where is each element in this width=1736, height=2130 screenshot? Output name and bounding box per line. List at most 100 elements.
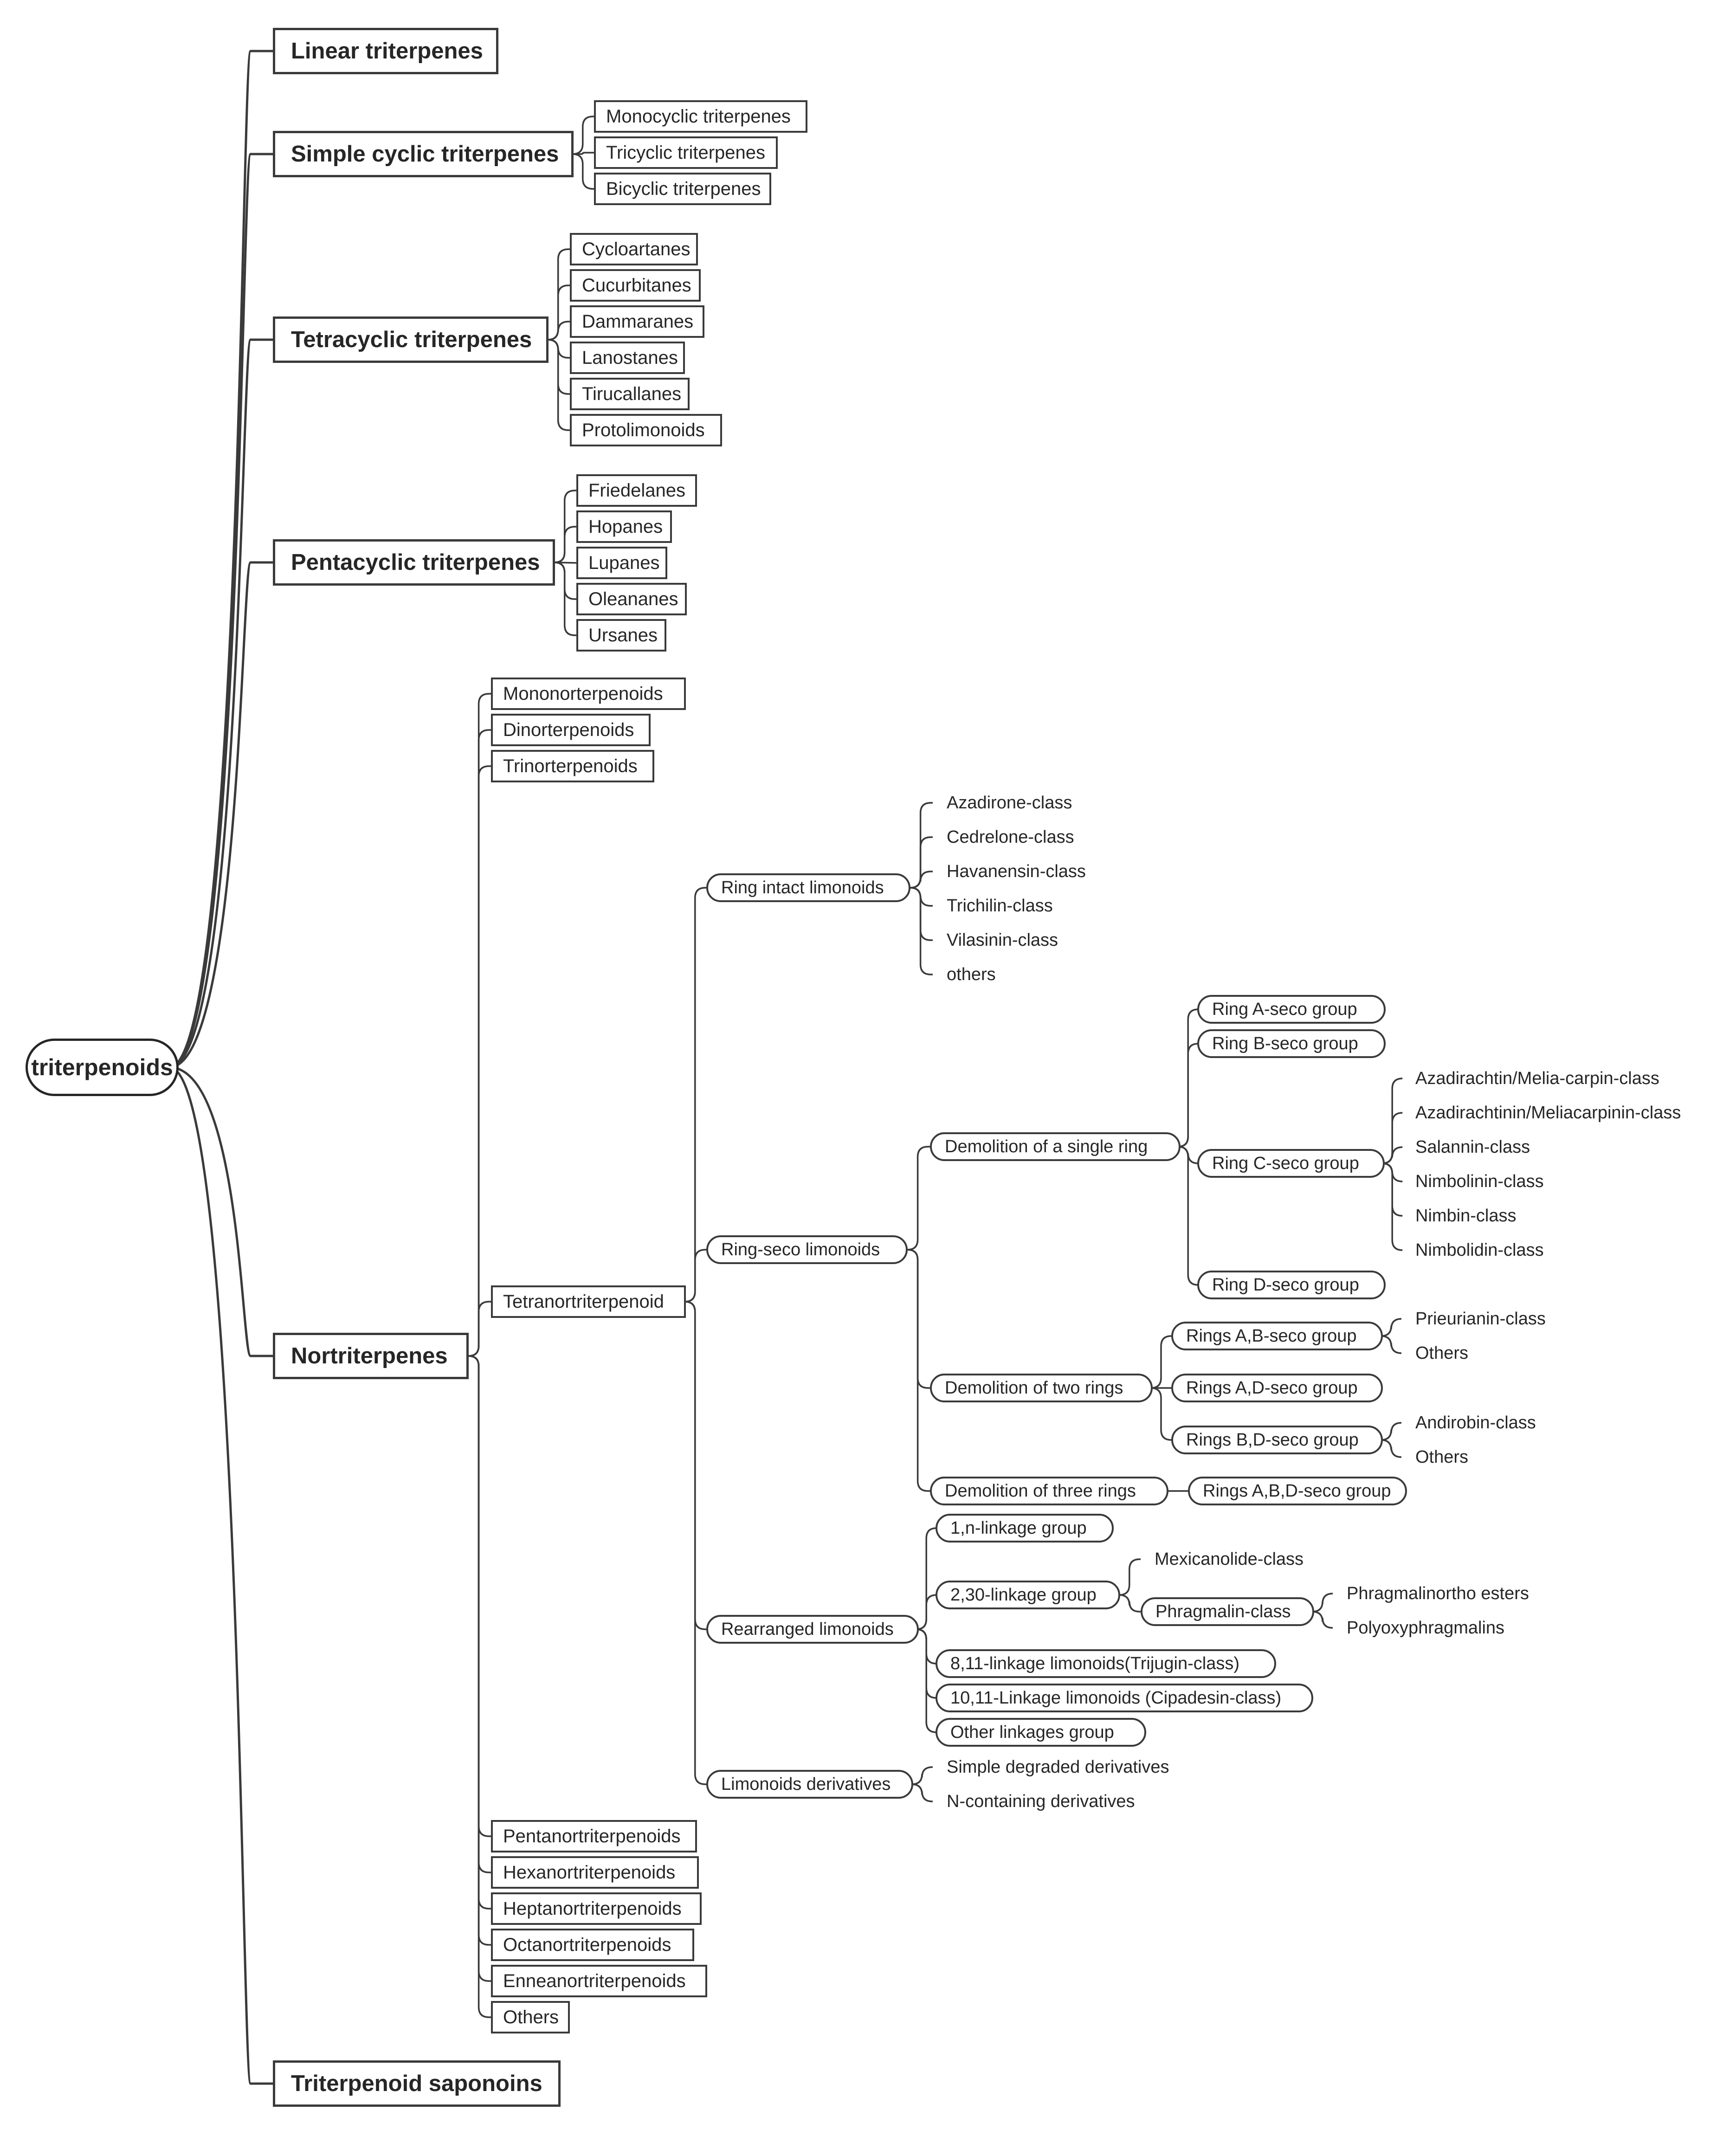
rings-ab-seco-group-node[interactable]: Rings A,B-seco group: [1171, 1322, 1383, 1350]
connector-nortriterpenes-node-to-heptanortriterpenoids-node: [468, 1355, 491, 1910]
connector-rearranged-limonoids-node-to-other-linkages-group-node: [916, 1628, 937, 1733]
triterpenoid-saponoins-node[interactable]: Triterpenoid saponoins: [273, 2060, 561, 2107]
rearranged-limonoids-node[interactable]: Rearranged limonoids: [706, 1615, 919, 1644]
dammaranes-node[interactable]: Dammaranes: [570, 305, 704, 338]
andirobin-class-node[interactable]: Andirobin-class: [1401, 1409, 1563, 1437]
root-node[interactable]: triterpenoids: [26, 1039, 179, 1096]
other-linkages-group-node[interactable]: Other linkages group: [936, 1718, 1146, 1747]
connector-ring-c-seco-group-node-to-salannin-class-node: [1382, 1146, 1403, 1164]
connector-root-node-to-triterpenoid-saponoins-node: [169, 1066, 273, 2085]
ring-intact-others-node[interactable]: others: [933, 961, 1013, 988]
1n-linkage-group-node[interactable]: 1,n-linkage group: [936, 1514, 1114, 1543]
connector-ring-intact-limonoids-node-to-cedrelone-class-node: [910, 836, 933, 889]
cucurbitanes-node[interactable]: Cucurbitanes: [570, 269, 701, 302]
connector-ring-seco-limonoids-node-to-demolition-three-rings-node: [907, 1249, 930, 1492]
friedelanes-node[interactable]: Friedelanes: [576, 474, 697, 507]
bicyclic-triterpenes-node[interactable]: Bicyclic triterpenes: [594, 173, 771, 205]
tricyclic-triterpenes-node[interactable]: Tricyclic triterpenes: [594, 136, 778, 169]
mexicanolide-class-node[interactable]: Mexicanolide-class: [1141, 1545, 1335, 1573]
protolimonoids-node[interactable]: Protolimonoids: [570, 414, 722, 446]
azadirachtinin-meliacarpinin-class-node[interactable]: Azadirachtinin/Meliacarpinin-class: [1401, 1099, 1713, 1127]
nortriterpenes-others-node[interactable]: Others: [491, 2001, 570, 2033]
rings-ad-seco-group-node[interactable]: Rings A,D-seco group: [1171, 1374, 1383, 1402]
230-linkage-group-node[interactable]: 2,30-linkage group: [936, 1581, 1120, 1609]
trichilin-class-node[interactable]: Trichilin-class: [933, 892, 1077, 920]
demolition-two-rings-node[interactable]: Demolition of two rings: [930, 1374, 1153, 1402]
lupanes-node[interactable]: Lupanes: [576, 547, 667, 579]
ring-b-seco-group-node[interactable]: Ring B-seco group: [1197, 1029, 1386, 1058]
ring-a-seco-group-node[interactable]: Ring A-seco group: [1197, 995, 1386, 1024]
azadirone-class-node[interactable]: Azadirone-class: [933, 789, 1094, 817]
octanortriterpenoids-node[interactable]: Octanortriterpenoids: [491, 1929, 694, 1961]
cycloartanes-node[interactable]: Cycloartanes: [570, 233, 698, 265]
rings-abd-seco-group-node[interactable]: Rings A,B,D-seco group: [1188, 1477, 1407, 1505]
enneanortriterpenoids-node[interactable]: Enneanortriterpenoids: [491, 1965, 707, 1997]
ring-c-seco-group-node[interactable]: Ring C-seco group: [1197, 1149, 1385, 1178]
811-linkage-limonoids-node[interactable]: 8,11-linkage limonoids(Trijugin-class): [936, 1649, 1276, 1678]
simple-cyclic-triterpenes-node[interactable]: Simple cyclic triterpenes: [273, 131, 574, 177]
connector-ring-intact-limonoids-node-to-vilasinin-class-node: [910, 887, 933, 941]
connector-nortriterpenes-node-to-nortriterpenes-others-node: [468, 1355, 491, 2018]
connector-phragmalin-class-node-to-polyoxyphragmalins-node: [1312, 1611, 1333, 1629]
tetracyclic-triterpenes-node[interactable]: Tetracyclic triterpenes: [273, 316, 549, 363]
limonoids-derivatives-node[interactable]: Limonoids derivatives: [706, 1770, 913, 1799]
azadirachtin-melia-carpin-class-node[interactable]: Azadirachtin/Melia-carpin-class: [1401, 1065, 1692, 1092]
connector-root-node-to-nortriterpenes-node: [169, 1066, 273, 1357]
connector-nortriterpenes-node-to-octanortriterpenoids-node: [468, 1355, 491, 1946]
tetranortriterpenoid-node[interactable]: Tetranortriterpenoid: [491, 1285, 686, 1318]
oleananes-node[interactable]: Oleananes: [576, 583, 687, 615]
connector-rings-ab-seco-group-node-to-prieurianin-class-node: [1381, 1318, 1402, 1337]
mononorterpenoids-node[interactable]: Mononorterpenoids: [491, 678, 686, 710]
heptanortriterpenoids-node[interactable]: Heptanortriterpenoids: [491, 1892, 702, 1925]
connector-simple-cyclic-triterpenes-node-to-monocyclic-triterpenes-node: [572, 116, 594, 155]
salannin-class-node[interactable]: Salannin-class: [1401, 1133, 1551, 1161]
nimbolinin-class-node[interactable]: Nimbolinin-class: [1401, 1168, 1569, 1195]
tirucallanes-node[interactable]: Tirucallanes: [570, 378, 690, 410]
ring-intact-limonoids-node[interactable]: Ring intact limonoids: [706, 873, 910, 902]
phragmalinortho-esters-node[interactable]: Phragmalinortho esters: [1333, 1580, 1556, 1607]
connector-tetracyclic-triterpenes-node-to-dammaranes-node: [548, 321, 570, 341]
ring-d-seco-group-node[interactable]: Ring D-seco group: [1197, 1271, 1386, 1299]
vilasinin-class-node[interactable]: Vilasinin-class: [933, 926, 1086, 954]
demolition-three-rings-node[interactable]: Demolition of three rings: [930, 1477, 1168, 1505]
connector-nortriterpenes-node-to-tetranortriterpenoid-node: [468, 1301, 491, 1357]
connector-tetracyclic-triterpenes-node-to-protolimonoids-node: [548, 339, 570, 431]
lanostanes-node[interactable]: Lanostanes: [570, 342, 685, 374]
connector-root-node-to-pentacyclic-triterpenes-node: [169, 561, 273, 1069]
dinorterpenoids-node[interactable]: Dinorterpenoids: [491, 714, 651, 746]
connector-demolition-two-rings-node-to-rings-bd-seco-group-node: [1150, 1387, 1172, 1441]
trinorterpenoids-node[interactable]: Trinorterpenoids: [491, 750, 654, 782]
hopanes-node[interactable]: Hopanes: [576, 510, 672, 543]
connector-tetranortriterpenoid-node-to-ring-seco-limonoids-node: [684, 1249, 706, 1303]
pentacyclic-triterpenes-node[interactable]: Pentacyclic triterpenes: [273, 539, 555, 586]
cedrelone-class-node[interactable]: Cedrelone-class: [933, 823, 1095, 851]
1011-linkage-limonoids-node[interactable]: 10,11-Linkage limonoids (Cipadesin-class…: [936, 1684, 1313, 1712]
connector-ring-c-seco-group-node-to-nimbolidin-class-node: [1382, 1162, 1403, 1251]
n-containing-derivatives-node[interactable]: N-containing derivatives: [933, 1788, 1171, 1815]
rings-bd-seco-group-node[interactable]: Rings B,D-seco group: [1171, 1426, 1383, 1454]
havanensin-class-node[interactable]: Havanensin-class: [933, 858, 1109, 885]
connector-simple-cyclic-triterpenes-node-to-tricyclic-triterpenes-node: [574, 152, 594, 155]
ab-seco-others-node[interactable]: Others: [1401, 1339, 1485, 1367]
bd-seco-others-node[interactable]: Others: [1401, 1443, 1485, 1471]
pentanortriterpenoids-node[interactable]: Pentanortriterpenoids: [491, 1820, 697, 1852]
polyoxyphragmalins-node[interactable]: Polyoxyphragmalins: [1333, 1614, 1529, 1642]
hexanortriterpenoids-node[interactable]: Hexanortriterpenoids: [491, 1856, 699, 1889]
ursanes-node[interactable]: Ursanes: [576, 619, 666, 652]
demolition-single-ring-node[interactable]: Demolition of a single ring: [930, 1132, 1181, 1161]
connector-pentacyclic-triterpenes-node-to-hopanes-node: [554, 526, 576, 563]
connector-nortriterpenes-node-to-trinorterpenoids-node: [468, 765, 491, 1357]
prieurianin-class-node[interactable]: Prieurianin-class: [1401, 1305, 1574, 1333]
connector-pentacyclic-triterpenes-node-to-ursanes-node: [554, 562, 576, 636]
phragmalin-class-node[interactable]: Phragmalin-class: [1141, 1597, 1314, 1626]
linear-triterpenes-node[interactable]: Linear triterpenes: [273, 28, 498, 74]
nimbolidin-class-node[interactable]: Nimbolidin-class: [1401, 1236, 1568, 1264]
connector-230-linkage-group-node-to-mexicanolide-class-node: [1119, 1558, 1141, 1596]
connector-ring-seco-limonoids-node-to-demolition-single-ring-node: [907, 1146, 930, 1251]
nortriterpenes-node[interactable]: Nortriterpenes: [273, 1333, 469, 1379]
ring-seco-limonoids-node[interactable]: Ring-seco limonoids: [706, 1235, 908, 1264]
nimbin-class-node[interactable]: Nimbin-class: [1401, 1202, 1539, 1230]
simple-degraded-derivatives-node[interactable]: Simple degraded derivatives: [933, 1753, 1202, 1781]
monocyclic-triterpenes-node[interactable]: Monocyclic triterpenes: [594, 100, 807, 133]
